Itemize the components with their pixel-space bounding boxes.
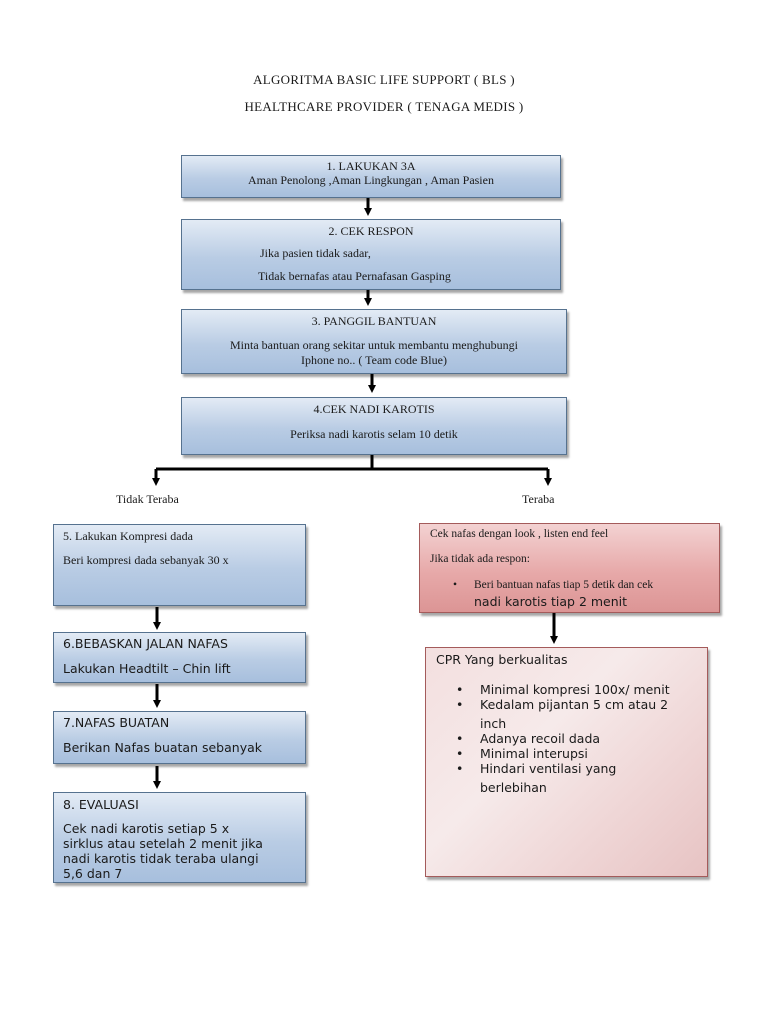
breathing-check-bullet-b: nadi karotis tiap 2 menit	[474, 594, 628, 609]
step-7-body: Berikan Nafas buatan sebanyak	[63, 740, 262, 755]
step-3-box: 3. PANGGIL BANTUAN Minta bantuan orang s…	[181, 309, 567, 374]
step-1-heading: 1. LAKUKAN 3A	[326, 159, 416, 173]
step-6-body: Lakukan Headtilt – Chin lift	[63, 661, 231, 676]
breathing-check-bullet-a: Beri bantuan nafas tiap 5 detik dan cek	[474, 579, 654, 591]
step-1-box: 1. LAKUKAN 3A Aman Penolong ,Aman Lingku…	[181, 155, 561, 198]
step-2-line1: Jika pasien tidak sadar,	[260, 246, 371, 260]
step-5-box: 5. Lakukan Kompresi dada Beri kompresi d…	[53, 524, 306, 606]
step-1-body: Aman Penolong ,Aman Lingkungan , Aman Pa…	[248, 173, 494, 187]
step-3-line2: Iphone no.. ( Team code Blue)	[301, 353, 447, 367]
cpr-item-2: Kedalam pijantan 5 cm atau 2	[480, 697, 669, 712]
bullet-dot: •	[456, 682, 464, 697]
step-8-box: 8. EVALUASI Cek nadi karotis setiap 5 x …	[53, 792, 306, 883]
step-8-line3: nadi karotis tidak teraba ulangi	[63, 851, 259, 866]
bullet-dot: •	[456, 761, 464, 776]
cpr-item-1: Minimal kompresi 100x/ menit	[480, 682, 670, 697]
bullet-dot: •	[456, 697, 464, 712]
step-2-box: 2. CEK RESPON Jika pasien tidak sadar, T…	[181, 219, 561, 290]
bullet-dot: •	[456, 746, 464, 761]
cpr-item-5-cont: berlebihan	[480, 780, 547, 795]
bullet-dot: •	[453, 579, 458, 591]
step-4-heading: 4.CEK NADI KAROTIS	[313, 402, 435, 416]
breathing-check-line2: Jika tidak ada respon:	[430, 553, 530, 565]
step-6-heading: 6.BEBASKAN JALAN NAFAS	[63, 636, 228, 651]
step-4-body: Periksa nadi karotis selam 10 detik	[290, 427, 458, 441]
cpr-quality-box: CPR Yang berkualitas • Minimal kompresi …	[425, 647, 708, 877]
document-title-line2: HEALTHCARE PROVIDER ( TENAGA MEDIS )	[244, 99, 524, 114]
step-7-heading: 7.NAFAS BUATAN	[63, 715, 170, 730]
breathing-check-box: Cek nafas dengan look , listen end feel …	[419, 523, 720, 613]
branch-label-not-palpable: Tidak Teraba	[116, 492, 179, 506]
step-8-line4: 5,6 dan 7	[63, 866, 123, 881]
breathing-check-line1: Cek nafas dengan look , listen end feel	[430, 528, 609, 540]
branch-label-palpable: Teraba	[522, 492, 555, 506]
step-8-heading: 8. EVALUASI	[63, 797, 139, 812]
cpr-item-5: Hindari ventilasi yang	[480, 761, 617, 776]
step-2-heading: 2. CEK RESPON	[328, 224, 414, 238]
step-6-box: 6.BEBASKAN JALAN NAFAS Lakukan Headtilt …	[53, 632, 306, 683]
document-title-line1: ALGORITMA BASIC LIFE SUPPORT ( BLS )	[253, 72, 515, 87]
bullet-dot: •	[456, 731, 464, 746]
cpr-item-2-cont: inch	[480, 716, 507, 731]
step-5-heading: 5. Lakukan Kompresi dada	[63, 529, 193, 543]
step-7-box: 7.NAFAS BUATAN Berikan Nafas buatan seba…	[53, 711, 306, 764]
step-2-line2: Tidak bernafas atau Pernafasan Gasping	[258, 269, 451, 283]
step-8-line1: Cek nadi karotis setiap 5 x	[63, 821, 230, 836]
step-3-line1: Minta bantuan orang sekitar untuk memban…	[230, 338, 518, 352]
cpr-item-4: Minimal interupsi	[480, 746, 588, 761]
step-4-box: 4.CEK NADI KAROTIS Periksa nadi karotis …	[181, 397, 567, 455]
step-5-body: Beri kompresi dada sebanyak 30 x	[63, 553, 229, 567]
cpr-item-3: Adanya recoil dada	[480, 731, 601, 746]
step-3-heading: 3. PANGGIL BANTUAN	[311, 314, 437, 328]
cpr-heading: CPR Yang berkualitas	[436, 652, 568, 667]
step-8-line2: sirklus atau setelah 2 menit jika	[63, 836, 263, 851]
